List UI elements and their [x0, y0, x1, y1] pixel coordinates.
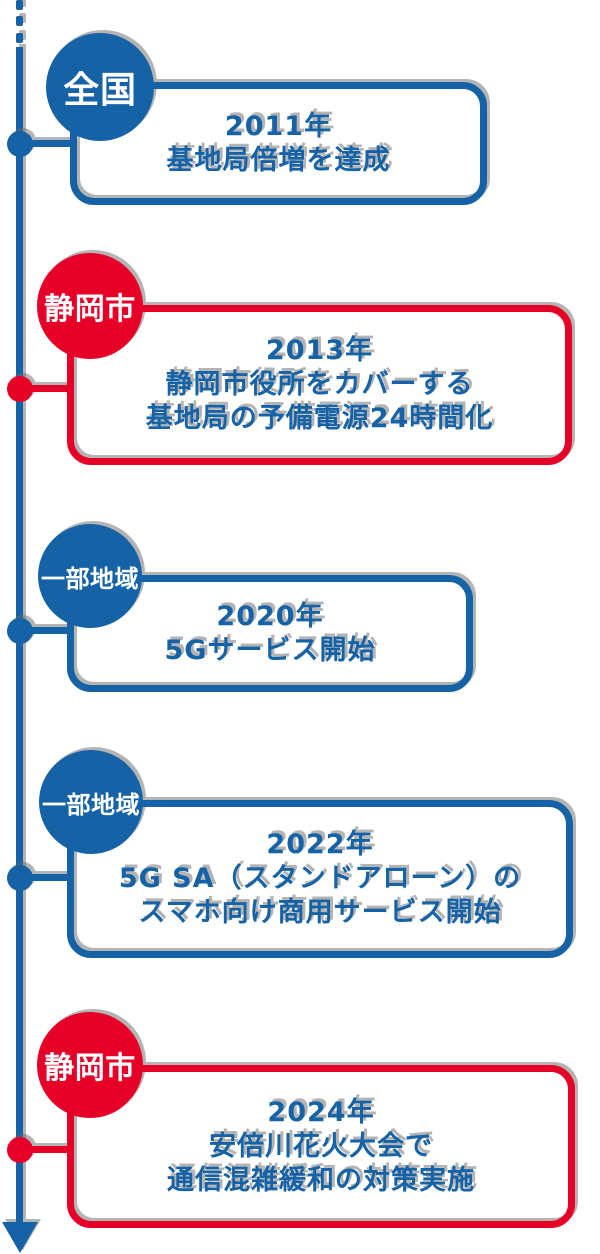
region-label: 一部地域: [41, 564, 139, 593]
region-badge: 一部地域: [38, 524, 142, 628]
timeline-dash: [16, 0, 23, 10]
region-label: 全国: [63, 70, 137, 111]
event-text: 通信混雑緩和の対策実施: [167, 1164, 475, 1196]
timeline-dash: [16, 33, 23, 43]
event-year: 2022年: [266, 829, 374, 860]
event-text: スマホ向け商用サービス開始: [138, 897, 502, 928]
event-text: 安倍川花火大会で: [209, 1130, 433, 1162]
region-badge: 静岡市: [37, 253, 143, 359]
event-box: 2011年 基地局倍増を達成: [70, 82, 487, 205]
event-year: 2013年: [265, 335, 374, 366]
event-year: 2024年: [267, 1096, 375, 1128]
event-box: 2022年 5G SA（スタンドアローン）の スマホ向け商用サービス開始: [67, 800, 573, 958]
connector-line: [16, 627, 74, 634]
region-label: 静岡市: [44, 292, 136, 327]
event-text: 基地局の予備電源24時間化: [145, 403, 494, 434]
event-box: 2013年 静岡市役所をカバーする 基地局の予備電源24時間化: [67, 305, 572, 465]
connector-line: [16, 1146, 74, 1153]
region-badge: 一部地域: [39, 750, 143, 854]
event-text: 5G SA（スタンドアローン）の: [118, 863, 522, 894]
connector-line: [16, 385, 74, 392]
event-year: 2020年: [216, 600, 324, 632]
region-badge: 全国: [46, 33, 154, 141]
event-text: 5Gサービス開始: [164, 634, 376, 666]
connector-line: [16, 140, 74, 147]
event-text: 静岡市役所をカバーする: [165, 369, 474, 400]
region-label: 一部地域: [42, 790, 140, 819]
event-box: 2020年 5Gサービス開始: [67, 575, 473, 692]
event-box: 2024年 安倍川花火大会で 通信混雑緩和の対策実施: [67, 1065, 575, 1228]
connector-line: [16, 874, 74, 881]
event-text: 基地局倍増を達成: [166, 144, 391, 176]
region-badge: 静岡市: [37, 1012, 143, 1118]
event-year: 2011年: [224, 110, 333, 142]
region-label: 静岡市: [44, 1051, 136, 1086]
arrow-down-icon: [2, 1222, 38, 1253]
timeline-dash: [16, 16, 23, 26]
